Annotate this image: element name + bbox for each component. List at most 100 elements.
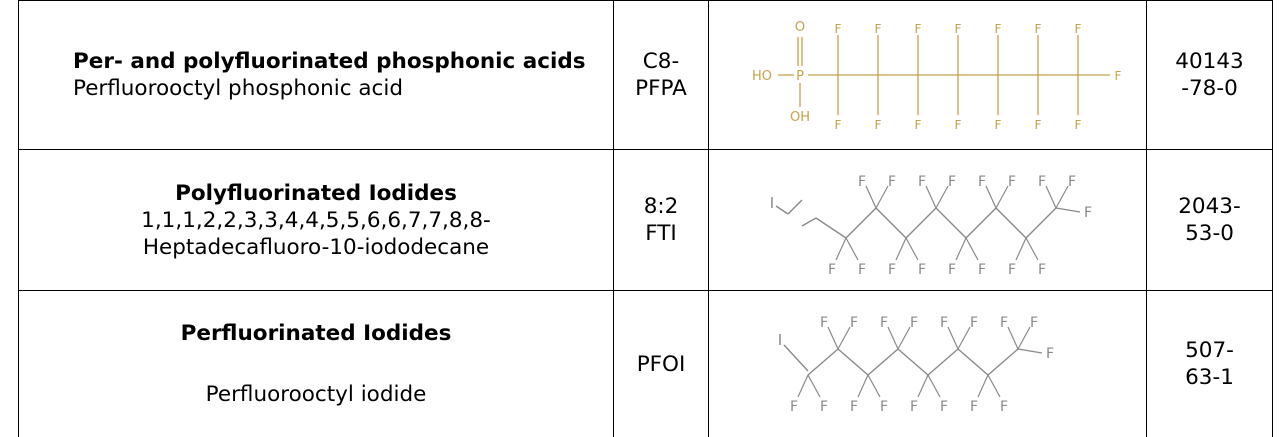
atom-label: F <box>909 399 917 415</box>
bond <box>976 374 989 398</box>
bond <box>1016 326 1031 350</box>
class-name: Perfluorinated Iodides <box>180 321 452 346</box>
bond <box>864 185 877 209</box>
abbreviation: 8:2 FTI <box>643 194 679 246</box>
cas-number: 40143 -78-0 <box>1175 49 1244 101</box>
atom-label: F <box>874 22 881 36</box>
bond <box>926 374 941 398</box>
atom-label: F <box>994 118 1001 132</box>
abbreviation-cell: PFOI <box>613 290 709 437</box>
bond <box>796 374 809 398</box>
atom-label: F <box>887 174 895 190</box>
bond <box>807 348 838 376</box>
atom-label: F <box>1114 69 1121 83</box>
atom-label: F <box>954 118 961 132</box>
bond <box>875 207 906 239</box>
bond <box>1054 185 1069 209</box>
cas-cell: 507- 63-1 <box>1146 290 1273 437</box>
bond <box>806 374 821 398</box>
bond <box>995 207 1026 239</box>
bond <box>787 199 802 215</box>
cas-number: 2043- 53-0 <box>1178 194 1241 246</box>
abbreviation-cell: C8- PFPA <box>613 0 709 150</box>
bond <box>984 185 997 209</box>
bond <box>775 205 788 215</box>
bond <box>856 374 869 398</box>
bond <box>896 326 911 350</box>
atom-label: I <box>769 194 773 212</box>
table-row: Polyfluorinated Iodides 1,1,1,2,2,3,3,4,… <box>18 149 1273 291</box>
atom-label: I <box>777 331 781 349</box>
bond <box>1024 237 1039 261</box>
bond <box>1006 326 1019 350</box>
atom-label: F <box>977 262 985 278</box>
atom-label: F <box>849 315 857 331</box>
atom-label: F <box>789 399 797 415</box>
bond <box>1014 237 1027 261</box>
atom-label: F <box>834 118 841 132</box>
table-row: Per- and polyfluorinated phosphonic acid… <box>18 0 1273 150</box>
atom-label: F <box>819 399 827 415</box>
bond <box>874 185 889 209</box>
atom-label: F <box>887 262 895 278</box>
atom-label: F <box>1037 174 1045 190</box>
bond <box>956 326 971 350</box>
bond <box>935 207 966 239</box>
atom-label: F <box>917 174 925 190</box>
atom-label: F <box>999 315 1007 331</box>
bond <box>954 237 967 261</box>
bond <box>1025 207 1056 239</box>
atom-label: F <box>977 174 985 190</box>
bond <box>1055 207 1080 213</box>
atom-label: O <box>794 20 804 35</box>
bond <box>815 217 846 239</box>
atom-label: F <box>1034 118 1041 132</box>
compound-name: Perfluorooctyl phosphonic acid <box>73 76 403 101</box>
compound-name: 1,1,1,2,2,3,3,4,4,5,5,6,6,7,7,8,8- Hepta… <box>141 207 491 260</box>
bond <box>782 344 809 372</box>
class-name: Per- and polyfluorinated phosphonic acid… <box>73 49 586 74</box>
atom-label: F <box>1007 262 1015 278</box>
bond <box>964 237 979 261</box>
atom-label: F <box>947 262 955 278</box>
bond <box>957 348 988 376</box>
bond <box>837 348 868 376</box>
atom-label: F <box>1045 346 1053 362</box>
bond <box>886 326 899 350</box>
bond <box>801 217 816 227</box>
bond <box>965 207 996 239</box>
abbreviation-cell: 8:2 FTI <box>613 149 709 291</box>
class-name: Polyfluorinated Iodides <box>175 180 457 206</box>
atom-label: F <box>879 399 887 415</box>
bond <box>916 374 929 398</box>
atom-label: HO <box>751 69 771 84</box>
atom-label: F <box>969 399 977 415</box>
atom-label: F <box>994 22 1001 36</box>
atom-label: OH <box>789 110 809 125</box>
atom-label: F <box>999 399 1007 415</box>
table-row: Perfluorinated Iodides Perfluorooctyl io… <box>18 290 1273 437</box>
atom-label: F <box>879 315 887 331</box>
bond <box>834 237 847 261</box>
bond <box>897 348 928 376</box>
atom-label: F <box>1037 262 1045 278</box>
bond <box>1044 185 1057 209</box>
atom-label: F <box>917 262 925 278</box>
bond <box>994 185 1009 209</box>
bond <box>894 237 907 261</box>
bond <box>927 348 958 376</box>
atom-label: F <box>1074 118 1081 132</box>
atom-label: F <box>857 174 865 190</box>
bond <box>986 374 1001 398</box>
bond <box>867 348 898 376</box>
atom-label: F <box>939 315 947 331</box>
abbreviation: C8- PFPA <box>635 49 687 101</box>
bond <box>987 348 1018 376</box>
chemical-table: Per- and polyfluorinated phosphonic acid… <box>18 0 1273 437</box>
atom-label: F <box>969 315 977 331</box>
